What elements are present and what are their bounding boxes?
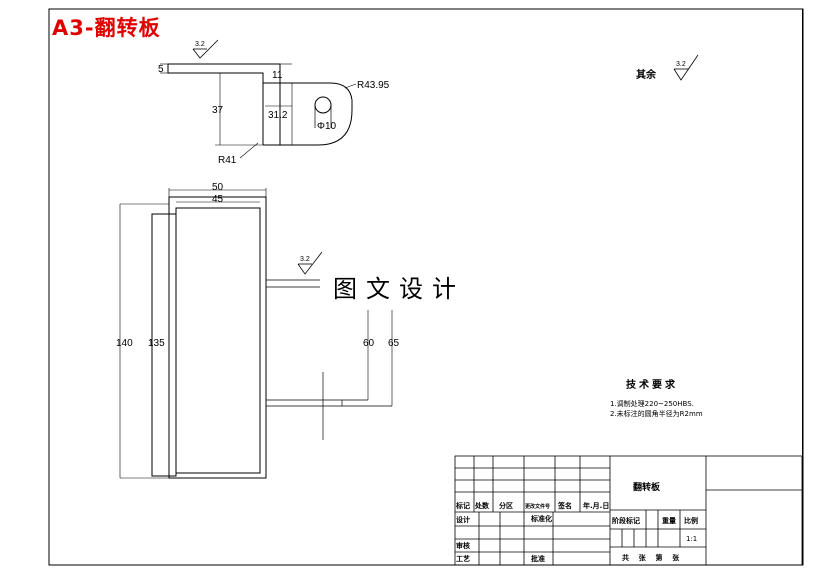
tb-weight: 重量 <box>662 516 676 525</box>
dim-45: 45 <box>212 194 224 205</box>
roughness-symbol <box>673 54 699 81</box>
dim-5: 5 <box>158 64 164 75</box>
front-view <box>119 188 393 479</box>
tech-requirement-1: 1.调制处理220~250HBS. <box>610 399 694 408</box>
tb-design: 设计 <box>456 515 470 524</box>
dim-65: 65 <box>388 338 400 349</box>
roughness-value: 3.2 <box>195 41 205 48</box>
title-block <box>454 455 803 566</box>
roughness-symbol <box>297 251 323 275</box>
watermark-text: 图文设计 <box>333 275 465 303</box>
tech-requirement-2: 2.未标注的圆角半径为R2mm <box>610 409 703 418</box>
roughness-symbol <box>192 39 219 59</box>
dim-r41: R41 <box>218 155 237 166</box>
side-view <box>160 63 357 159</box>
tb-date: 年.月.日 <box>583 501 609 510</box>
tb-sign: 签名 <box>557 501 572 510</box>
roughness-value: 3.2 <box>300 256 310 263</box>
roughness-value: 3.2 <box>676 61 686 68</box>
dim-50: 50 <box>212 182 224 193</box>
tb-process: 工艺 <box>456 554 470 563</box>
tb-review: 审核 <box>456 541 470 550</box>
tb-scale: 1:1 <box>686 535 697 543</box>
tb-standard: 标准化 <box>530 514 552 523</box>
tb-change-doc: 更改文件号 <box>525 503 550 510</box>
dim-135: 135 <box>148 338 165 349</box>
dim-60: 60 <box>363 338 375 349</box>
tb-mark: 标记 <box>455 501 470 510</box>
rest-roughness-label: 其余 <box>636 68 657 81</box>
tb-sheets: 共 张 第 张 <box>622 553 680 562</box>
tb-stage-mark: 阶段标记 <box>612 516 640 525</box>
tb-approve: 批准 <box>531 554 545 563</box>
tb-count: 处数 <box>474 501 490 510</box>
dim-phi10: Φ10 <box>317 121 337 132</box>
dim-r43-95: R43.95 <box>357 80 390 91</box>
tech-requirements-heading: 技术要求 <box>626 378 678 391</box>
dim-37: 37 <box>212 105 224 116</box>
part-name: 翻转板 <box>633 481 661 493</box>
right-border-line <box>802 9 803 565</box>
drawing-title-banner: A3-翻转板 <box>52 16 161 40</box>
tb-zone: 分区 <box>499 501 513 510</box>
dim-31-2: 31.2 <box>268 110 288 121</box>
dim-140: 140 <box>116 338 133 349</box>
dim-11: 11 <box>272 70 283 81</box>
tb-scale-label: 比例 <box>684 516 698 525</box>
